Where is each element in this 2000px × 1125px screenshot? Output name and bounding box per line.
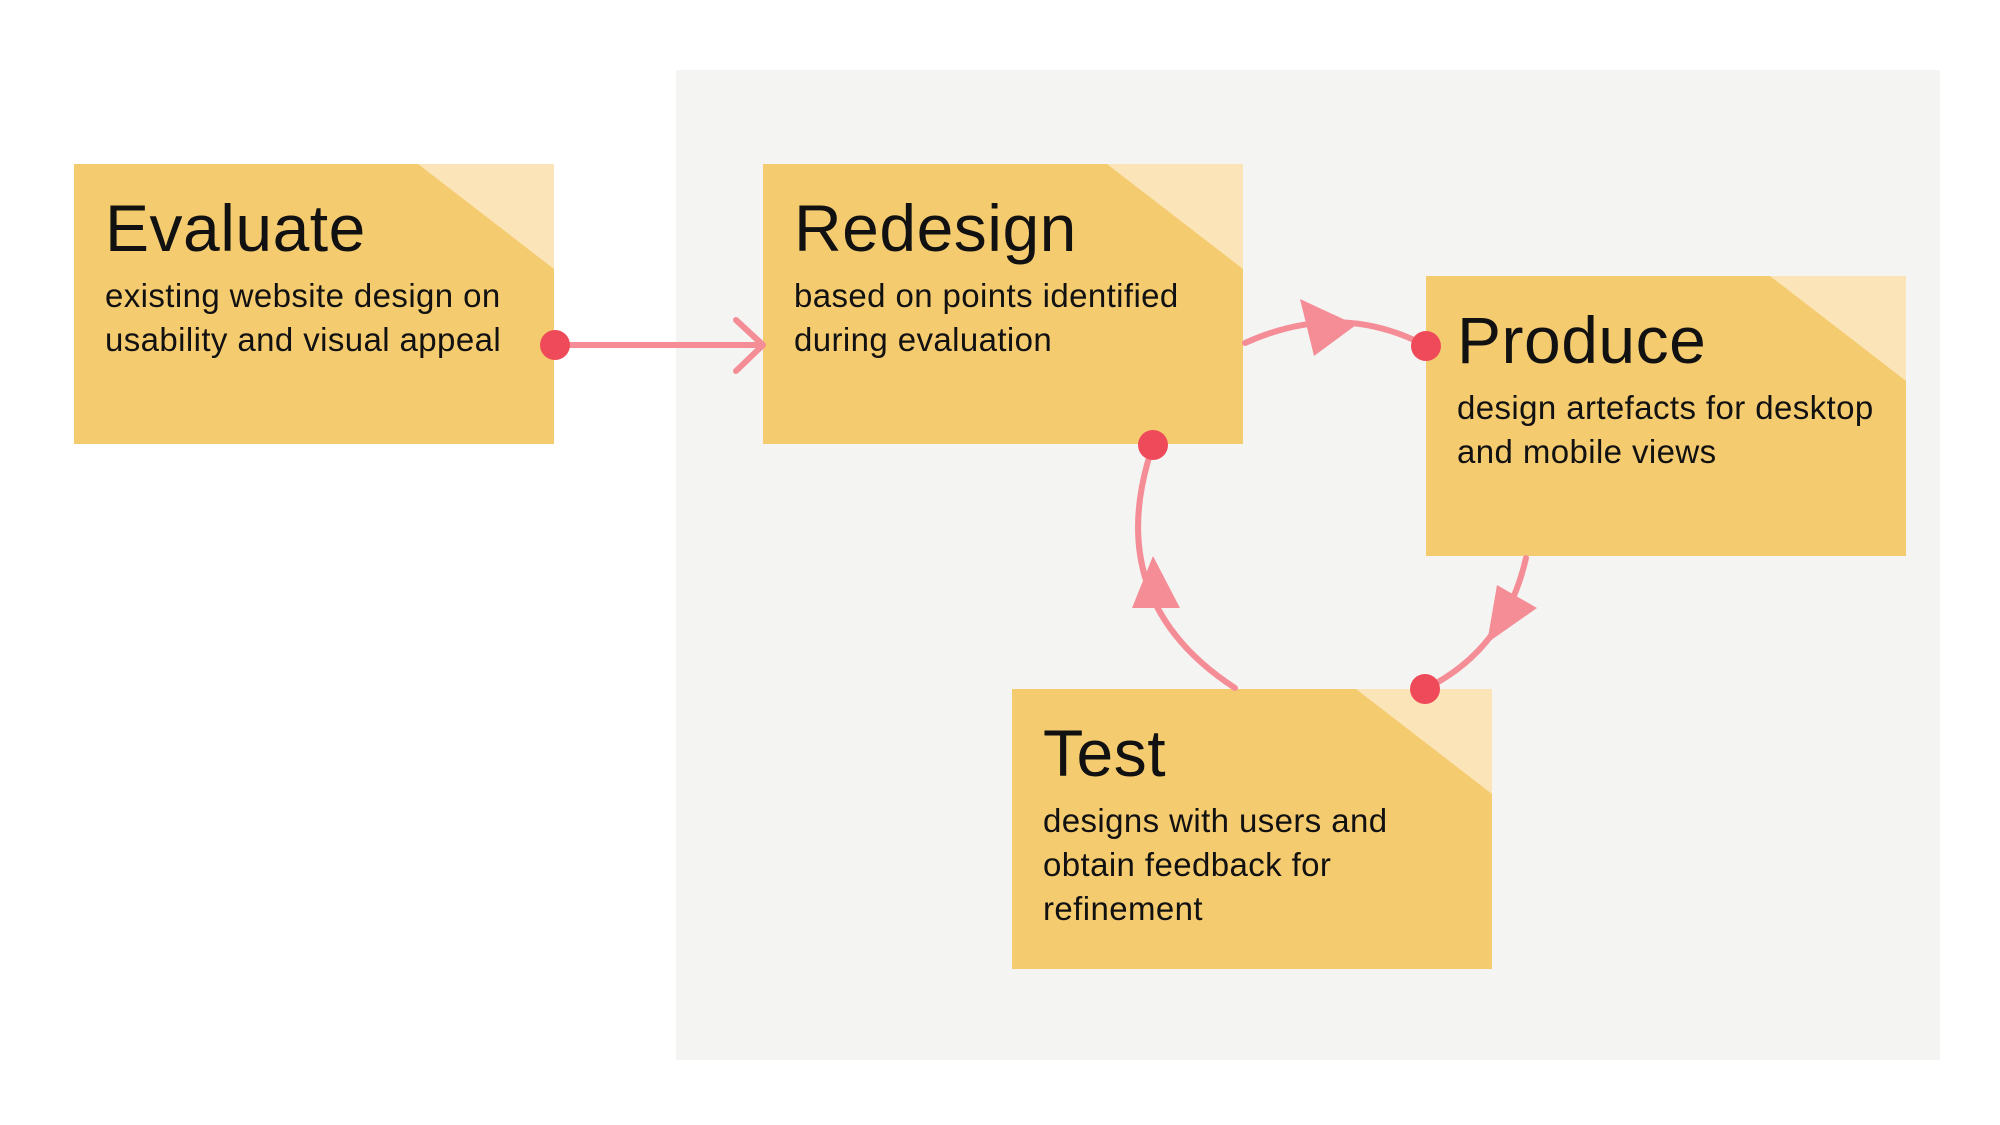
- note-fold-corner: [1770, 276, 1906, 381]
- test-description: designs with users and obtain feedback f…: [1043, 802, 1388, 927]
- produce-sticky-note[interactable]: Produce design artefacts for desktop and…: [1426, 276, 1906, 556]
- evaluate-description: existing website design on usability and…: [105, 277, 502, 358]
- note-fold-corner: [1356, 689, 1492, 794]
- redesign-sticky-note[interactable]: Redesign based on points identified duri…: [763, 164, 1243, 444]
- evaluate-sticky-note[interactable]: Evaluate existing website design on usab…: [74, 164, 554, 444]
- test-title: Test: [1043, 716, 1167, 790]
- redesign-description: based on points identified during evalua…: [794, 277, 1179, 358]
- note-fold-corner: [418, 164, 554, 269]
- produce-title: Produce: [1457, 303, 1707, 377]
- test-sticky-note[interactable]: Test designs with users and obtain feedb…: [1012, 689, 1492, 969]
- note-fold-corner: [1107, 164, 1243, 269]
- evaluate-title: Evaluate: [105, 191, 366, 265]
- produce-description: design artefacts for desktop and mobile …: [1457, 389, 1874, 470]
- redesign-title: Redesign: [794, 191, 1077, 265]
